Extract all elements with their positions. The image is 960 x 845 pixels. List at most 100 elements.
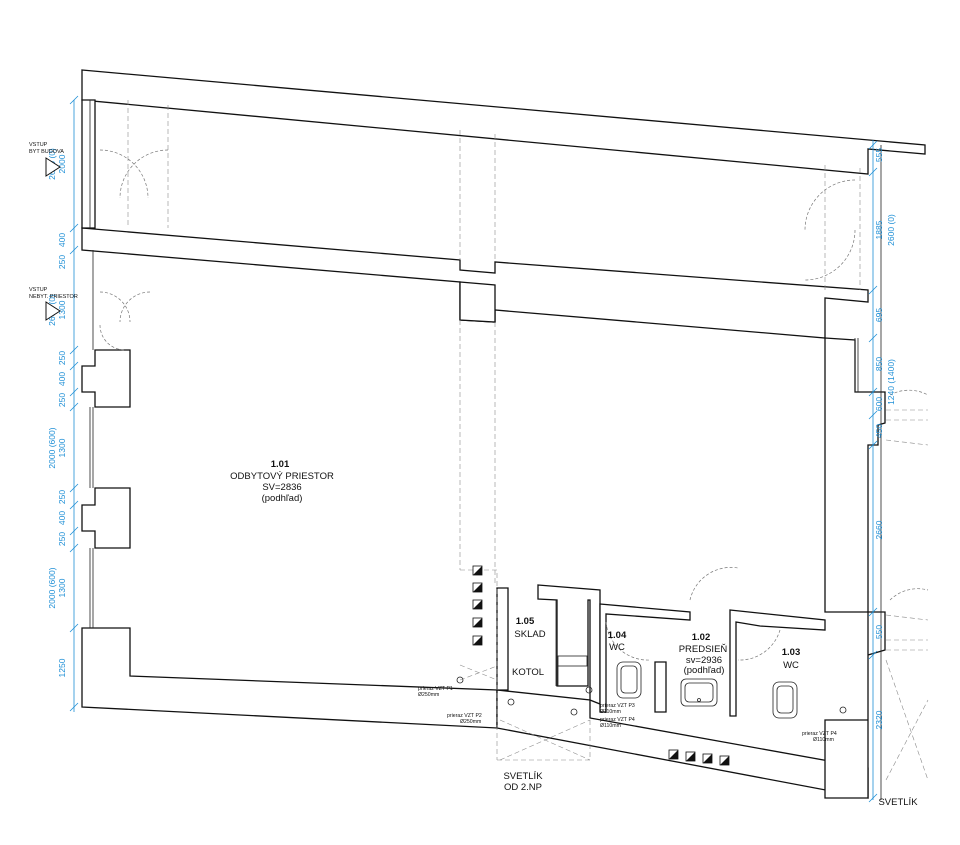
dimension-label-right: 555 [874,148,884,162]
dimension-label-right: 850 [874,357,884,371]
dimension-tick [868,793,878,803]
dimension-label-left: 400 [57,511,67,525]
room-104-label: 1.04 WC [608,630,627,653]
vent-marker-fill [669,750,678,759]
room-105-name: SKLAD [514,629,545,640]
entrance-shop-arrow-icon [45,301,61,321]
dimension-tick [69,387,79,397]
dimension-label-right: 1885 [874,220,884,239]
dimension-tick [69,361,79,371]
storage-left-wall [496,587,509,691]
dimension-label-right: 450 [874,424,884,438]
entrance-building-label-2: BYT BUDOVA [29,149,64,155]
vent-marker-fill [473,636,482,645]
dimension-tick [69,402,79,412]
dimension-tick [69,483,79,493]
left-pier-1 [81,349,131,408]
entrance-building-arrow-icon [45,157,61,177]
wc103-door [737,629,781,661]
dimension-tick [69,543,79,553]
left-pier-2 [81,487,131,549]
top-outer-wall [81,69,926,175]
entrance-shop-label-2: NEBYT. PRIESTOR [29,294,78,300]
dimension-label-left: 250 [57,351,67,365]
penetration-p1-size: Ø250mm [418,692,439,698]
right-door-a [889,389,929,396]
toilet-wc103 [772,681,798,719]
dimension-tick [868,140,878,150]
fixtures [555,600,798,719]
room-105-number: 1.05 [516,616,535,627]
dimension-label-right: 695 [874,308,884,322]
dimension-label-left: 1300 [57,578,67,597]
room-102-height: sv=2936 [686,655,722,666]
penetration-p3-label: prieraz VZT P3 [600,703,635,709]
vent-marker-fill [686,752,695,761]
entrance-building-label-1: VSTUP [29,142,48,148]
vent-markers [472,565,730,766]
dimension-label-right: 2600 (0) [886,214,896,246]
dimension-tick [69,345,79,355]
dimension-label-left: 400 [57,233,67,247]
dimension-label-left: 2000 [57,154,67,173]
washbasin-hall [680,678,718,707]
dimension-tick [69,223,79,233]
toilet-wc104 [616,661,642,699]
right-door-b [889,588,929,601]
room-105-sub: KOTOL [512,667,544,678]
room-103-number: 1.03 [782,647,801,658]
dimension-label-left: 2000 (600) [47,427,57,468]
glazing [89,100,882,800]
hall-partition [654,661,667,713]
left-wall-bottom [81,627,498,729]
room-101-label: 1.01 ODBYTOVÝ PRIESTOR SV=2836 (podhľad) [230,459,334,504]
entry-door-right-a [804,179,856,231]
penetration-p2-label: prieraz VZT P2 [447,713,482,719]
bottom-outer-wall [496,689,869,799]
doors [99,149,929,661]
room-101-note: (podhľad) [262,493,303,504]
entry-door-right-b [804,229,856,281]
dimension-tick [69,623,79,633]
hall-door [689,567,739,601]
skylight-bottom-label-2: OD 2.NP [504,782,542,793]
vent-marker-fill [703,754,712,763]
wc104-door [605,621,651,661]
entry-door-left-a [99,149,149,199]
dimension-tick [868,410,878,420]
central-column [459,281,496,323]
storage-walls [537,584,601,705]
dimension-tick [868,333,878,343]
penetration-symbols [456,676,847,716]
room-101-name: ODBYTOVÝ PRIESTOR [230,471,334,482]
dimension-label-left: 1250 [57,658,67,677]
dimension-label-left: 1300 [57,438,67,457]
vent-marker-fill [473,618,482,627]
dimension-tick [868,650,878,660]
dimension-tick [69,245,79,255]
wc103-walls [729,609,826,717]
dimension-tick [69,95,79,105]
dimension-label-right: 2320 [874,710,884,729]
dimension-tick [69,526,79,536]
walls [81,69,926,799]
skylight-right-label: SVETLÍK [878,797,918,808]
dimension-tick [69,702,79,712]
penetration-p1-label: prieraz VZT P1 [418,686,453,692]
room-105-label: 1.05 SKLAD KOTOL [512,616,546,678]
penetration-p3-size: Ø110mm [600,709,621,715]
room-104-number: 1.04 [608,630,627,641]
wc104-walls [599,603,691,713]
room-102-note: (podhľad) [684,665,725,676]
right-wall-lower [824,611,886,799]
penetration-notes: prieraz VZT P1 Ø250mm prieraz VZT P2 Ø25… [418,686,837,743]
penetration-p2-size: Ø250mm [460,719,481,725]
room-102-number: 1.02 [692,632,711,643]
dimension-tick [868,440,878,450]
dimension-label-right: 550 [874,625,884,639]
boiler [557,655,588,686]
dimension-label-left: 250 [57,393,67,407]
room-103-label: 1.03 WC [782,647,801,671]
entrance-building: VSTUP BYT BUDOVA [29,142,64,177]
vent-marker-fill [473,600,482,609]
